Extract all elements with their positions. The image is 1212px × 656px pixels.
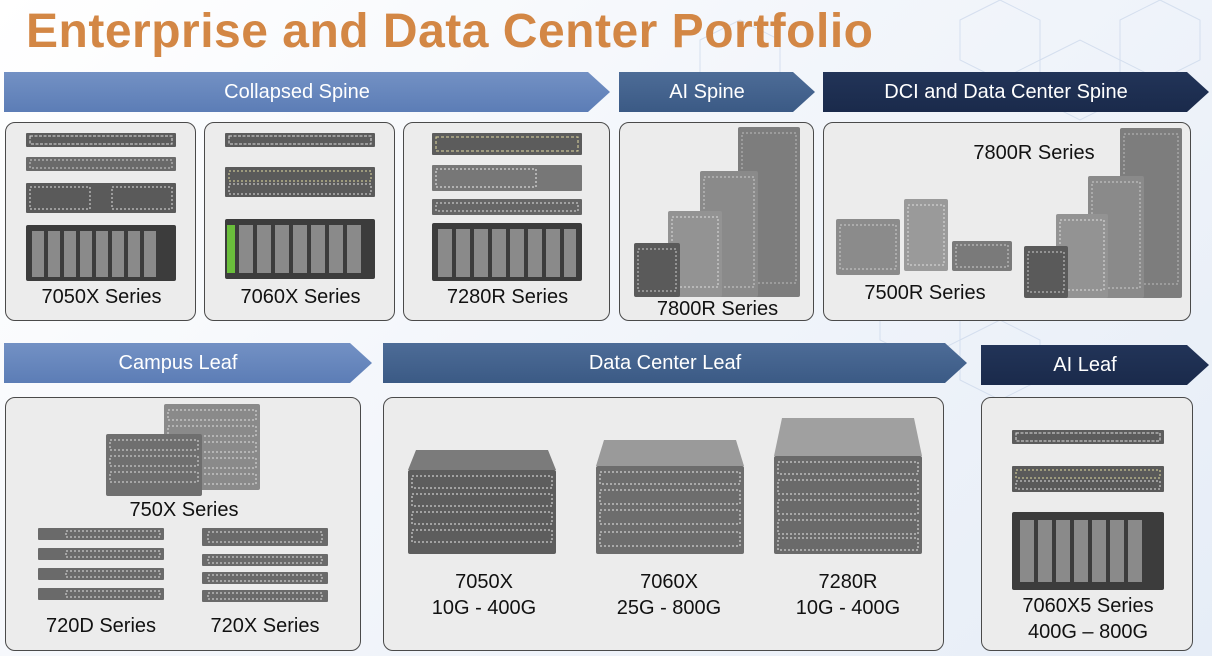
- card-ai-leaf: 7060X5 Series 400G – 800G: [981, 397, 1193, 651]
- label-7050x-series: 7050X Series: [41, 286, 162, 308]
- label-7050x-dc-speed: 10G - 400G: [431, 597, 537, 619]
- arrow-dci-spine: DCI and Data Center Spine: [823, 72, 1209, 112]
- chassis-7800r-family-image: [634, 127, 800, 297]
- switch-720d-stack-image: [38, 528, 164, 600]
- card-7800r-ai-spine: 7800R Series: [619, 122, 814, 321]
- switch-7060x5-image: [1012, 430, 1164, 590]
- label-7050x-dc-name: 7050X: [455, 571, 513, 593]
- arrow-ai-spine: AI Spine: [619, 72, 815, 112]
- label-7280r-dc-name: 7280R: [818, 571, 878, 593]
- label-7280r-dc-speed: 10G - 400G: [795, 597, 901, 619]
- card-7280r-series: 7280R Series: [403, 122, 610, 321]
- arrow-data-center-leaf: Data Center Leaf: [383, 343, 967, 383]
- label-7060x-series: 7060X Series: [240, 286, 361, 308]
- label-720d-series: 720D Series: [45, 615, 157, 637]
- switch-7060x-stack-image: [225, 133, 375, 279]
- switch-750x-image: [106, 404, 260, 496]
- switch-720x-stack-image: [202, 528, 328, 602]
- label-750x-series: 750X Series: [129, 499, 239, 521]
- arrow-campus-leaf: Campus Leaf: [4, 343, 372, 383]
- label-7280r-series: 7280R Series: [446, 286, 569, 308]
- label-720x-series: 720X Series: [210, 615, 320, 637]
- switch-7280r-stack-image: [432, 133, 582, 281]
- label-7060x-dc-name: 7060X: [640, 571, 698, 593]
- card-campus-leaf: 750X Series 720D Series 720X Series: [5, 397, 361, 651]
- card-7050x-series: 7050X Series: [5, 122, 196, 321]
- card-data-center-leaf: 7050X 10G - 400G 7060X 25G - 800G 7280R …: [383, 397, 944, 651]
- switch-7060x-dc-image: [596, 440, 744, 554]
- card-dci-spine: 7800R Series 7500R Series: [823, 122, 1191, 321]
- card-7060x-series: 7060X Series: [204, 122, 395, 321]
- arrow-ai-leaf: AI Leaf: [981, 345, 1209, 385]
- label-7800r-dci: 7800R Series: [973, 142, 1095, 164]
- page-title: Enterprise and Data Center Portfolio: [26, 5, 874, 58]
- label-7060x5-series: 7060X5 Series: [1022, 595, 1154, 617]
- label-7060x5-speed: 400G – 800G: [1027, 621, 1149, 643]
- arrow-collapsed-spine: Collapsed Spine: [4, 72, 610, 112]
- chassis-7500r-family-image: [836, 199, 1012, 275]
- label-7060x-dc-speed: 25G - 800G: [616, 597, 722, 619]
- chassis-7800r-dci-image: [1024, 128, 1182, 298]
- label-7500r-series: 7500R Series: [864, 282, 986, 304]
- switch-7280r-dc-image: [774, 418, 922, 554]
- label-7800r-ai-spine: 7800R Series: [656, 298, 779, 320]
- switch-7050x-stack-image: [26, 133, 176, 281]
- switch-7050x-dc-image: [408, 450, 556, 554]
